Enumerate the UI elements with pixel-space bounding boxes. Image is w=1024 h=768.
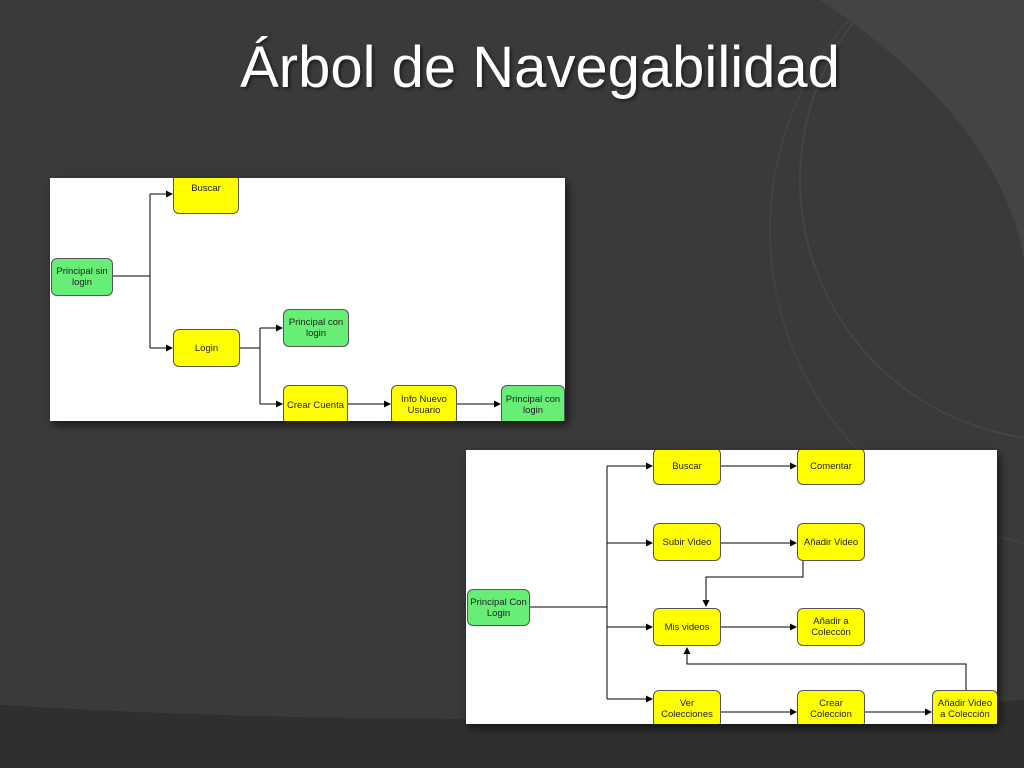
diagram-2-connectors bbox=[530, 462, 967, 716]
node-subir-video: Subir Video bbox=[653, 523, 721, 561]
node-info-nuevo-usuario: Info Nuevo Usuario bbox=[391, 385, 457, 421]
navigation-diagram-1: Principal sin login Buscar Login Princip… bbox=[50, 178, 565, 421]
node-principal-sin-login: Principal sin login bbox=[51, 258, 113, 296]
node-comentar: Comentar bbox=[797, 450, 865, 485]
node-login: Login bbox=[173, 329, 240, 367]
node-anadir-a-coleccion: Añadir a Coleccón bbox=[797, 608, 865, 646]
node-crear-cuenta: Crear Cuenta bbox=[283, 385, 348, 421]
node-anadir-video: Añadir Video bbox=[797, 523, 865, 561]
node-mis-videos: Mis videos bbox=[653, 608, 721, 646]
node-principal-con-login-a: Principal con login bbox=[283, 309, 349, 347]
node-principal-con-login: Principal Con Login bbox=[467, 589, 530, 626]
navigation-diagram-2: Principal Con Login Buscar Comentar Subi… bbox=[466, 450, 997, 724]
diagram-1-connectors bbox=[113, 190, 501, 408]
slide-title: Árbol de Navegabilidad bbox=[240, 35, 840, 100]
node-buscar: Buscar bbox=[653, 450, 721, 485]
node-buscar: Buscar bbox=[173, 178, 239, 214]
node-crear-coleccion: Crear Coleccion bbox=[797, 690, 865, 724]
node-anadir-video-a-coleccion: Añadir Video a Colección bbox=[932, 690, 997, 724]
node-ver-colecciones: Ver Colecciones bbox=[653, 690, 721, 724]
node-principal-con-login-b: Principal con login bbox=[501, 385, 565, 421]
